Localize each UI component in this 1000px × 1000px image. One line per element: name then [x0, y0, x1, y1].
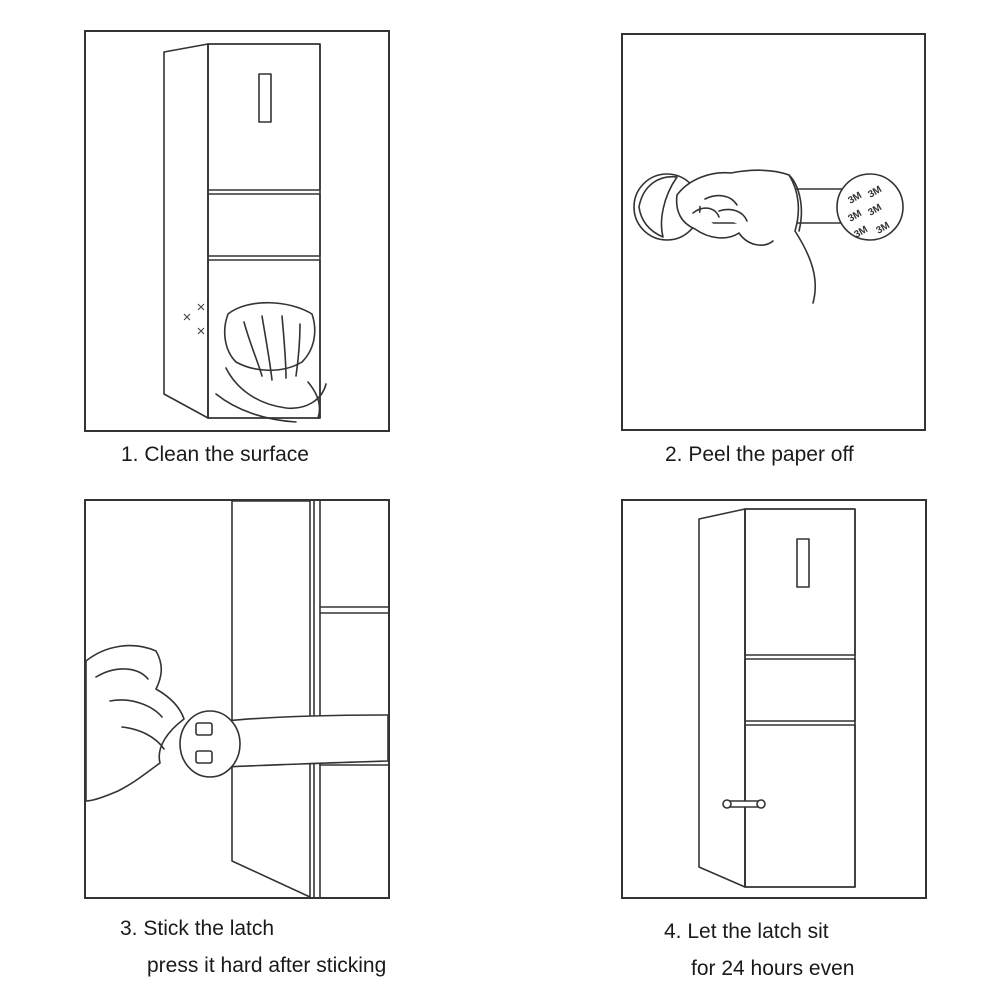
fridge-side [163, 43, 209, 419]
latch-installed-illustration [698, 508, 856, 888]
step-4-caption-line-2: for 24 hours even [691, 957, 855, 980]
hand [675, 169, 817, 304]
fridge-side [698, 508, 746, 888]
fridge-handle [796, 538, 810, 588]
peel-paper-illustration: 3M 3M 3M 3M 3M 3M [633, 169, 904, 304]
fridge-front [744, 508, 856, 888]
step-2-caption: 2. Peel the paper off [665, 443, 854, 466]
step-1-caption: 1. Clean the surface [121, 443, 309, 466]
step-4-panel [621, 499, 927, 899]
step-2-panel: 3M 3M 3M 3M 3M 3M [621, 33, 926, 431]
step-3-panel [84, 499, 390, 899]
step-3-caption-line-2: press it hard after sticking [147, 954, 387, 977]
step-1-panel [84, 30, 390, 432]
peeled-paper [638, 176, 678, 238]
step-3-caption-line-1: 3. Stick the latch [120, 917, 275, 940]
fridge-side [231, 501, 311, 897]
hand [86, 644, 185, 802]
installed-latch [726, 800, 762, 808]
cloth [223, 301, 316, 372]
latch-strap [225, 714, 388, 768]
latch-disc [179, 710, 241, 778]
fridge-handle [258, 73, 272, 123]
step-4-caption-line-1: 4. Let the latch sit [664, 920, 829, 943]
right-adhesive-pad [836, 173, 904, 241]
stick-latch-illustration [86, 501, 388, 897]
fridge-cleaning-illustration [163, 43, 327, 423]
